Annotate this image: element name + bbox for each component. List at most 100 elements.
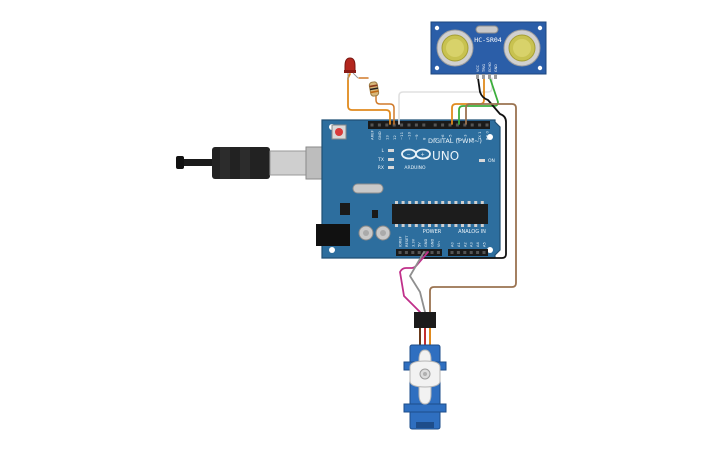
chip-pin xyxy=(434,201,438,204)
chip-pin xyxy=(447,201,451,204)
chip-pin xyxy=(461,201,464,204)
chip-pin xyxy=(421,224,425,227)
digital-pin-label: ~9 xyxy=(414,134,419,140)
power-pin-hole xyxy=(417,251,421,254)
digital-pin-label: AREF xyxy=(370,130,375,140)
power-label: POWER xyxy=(423,229,442,235)
digital-pin-hole xyxy=(448,123,452,127)
power-pin-label: 5V xyxy=(418,242,422,247)
digital-pin-hole xyxy=(370,123,374,127)
reset-button xyxy=(335,128,343,136)
svg-text:−: − xyxy=(407,152,411,158)
analog-pin-hole xyxy=(482,251,486,254)
analog-pin-label: A1 xyxy=(457,242,461,247)
servo-connector xyxy=(414,312,436,328)
atmega-chip xyxy=(392,204,488,224)
digital-pin-label: 2 xyxy=(470,137,475,140)
chip-pin xyxy=(408,224,412,227)
digital-pin-label: RX 0 xyxy=(485,131,490,140)
sensor-model-text: HC-SR04 xyxy=(474,36,501,44)
svg-text:+: + xyxy=(421,152,425,158)
power-pin-label: RESET xyxy=(405,235,409,247)
rx-led-label: RX xyxy=(378,165,384,171)
sensor-pin-label: GND xyxy=(494,64,498,72)
sensor-receiver xyxy=(503,29,541,67)
analog-header xyxy=(448,249,488,256)
chip-pin xyxy=(414,224,418,227)
digital-pin-label: GND xyxy=(377,131,382,140)
power-pin-label: Vin xyxy=(437,241,441,247)
chip-pin xyxy=(414,201,418,204)
digital-pin-hole xyxy=(485,123,489,127)
power-pin-hole xyxy=(436,251,440,254)
digital-pin-hole xyxy=(414,123,418,127)
digital-pin-hole xyxy=(455,123,459,127)
analog-pin-label: A3 xyxy=(470,242,474,247)
digital-pin-hole xyxy=(400,123,404,127)
digital-pin-label: ~6 xyxy=(440,134,445,140)
chip-pin xyxy=(395,224,398,227)
arduino-logo: − + xyxy=(401,148,431,160)
digital-pin-label: ~11 xyxy=(399,131,404,140)
digital-pin-hole xyxy=(392,123,396,127)
sensor-pin-label: ECHO xyxy=(488,62,492,72)
chip-pin xyxy=(441,201,445,204)
digital-pin-hole xyxy=(422,123,426,127)
chip-pin xyxy=(454,201,458,204)
chip-pin xyxy=(428,224,431,227)
power-pin-label: GND xyxy=(431,239,435,247)
analog-pin-hole xyxy=(469,251,473,254)
power-pin-label: 3.3V xyxy=(411,238,415,247)
wires xyxy=(347,73,517,313)
chip-pin xyxy=(474,224,478,227)
red-led xyxy=(344,57,359,80)
chip-pin xyxy=(474,201,478,204)
chip-pin xyxy=(447,224,451,227)
digital-pin-label: 7 xyxy=(433,137,438,140)
analog-pin-label: A2 xyxy=(463,242,467,247)
usb-cable xyxy=(176,146,347,180)
chip-pin xyxy=(480,201,484,204)
analog-pin-hole xyxy=(463,251,467,254)
power-pin-hole xyxy=(411,251,415,254)
power-pin-label: IOREF xyxy=(399,236,403,247)
digital-pin-hole xyxy=(470,123,474,127)
digital-pin-label: TX 1 xyxy=(477,131,482,141)
analog-pin-hole xyxy=(476,251,480,254)
chip-pin xyxy=(467,201,471,204)
digital-pin-hole xyxy=(441,123,445,127)
board-brand-text: ARDUINO xyxy=(404,165,426,171)
digital-pin-label: ~5 xyxy=(448,134,453,140)
power-pin-hole xyxy=(424,251,428,254)
sensor-pin-label: TRIG xyxy=(482,64,486,73)
sensor-transmitter xyxy=(436,29,474,67)
chip-pin xyxy=(421,201,425,204)
power-pin-label: GND xyxy=(424,239,428,247)
power-pin-hole xyxy=(404,251,408,254)
analog-pin-label: A4 xyxy=(476,242,480,247)
l-led-label: L xyxy=(381,148,384,154)
chip-pin xyxy=(408,201,412,204)
analog-label: ANALOG IN xyxy=(458,229,486,235)
chip-pin xyxy=(401,201,405,204)
resistor xyxy=(368,81,380,97)
chip-pin xyxy=(467,224,471,227)
digital-pin-label: ~3 xyxy=(462,134,467,140)
power-pin-hole xyxy=(430,251,434,254)
digital-pin-hole xyxy=(407,123,411,127)
chip-pin xyxy=(428,201,431,204)
chip-pin xyxy=(461,224,464,227)
chip-pin xyxy=(434,224,438,227)
servo-motor xyxy=(403,312,447,430)
digital-pin-label: 8 xyxy=(421,137,426,140)
analog-pin-label: A5 xyxy=(483,242,487,247)
analog-pin-label: A0 xyxy=(451,242,455,247)
analog-pin-hole xyxy=(456,251,460,254)
